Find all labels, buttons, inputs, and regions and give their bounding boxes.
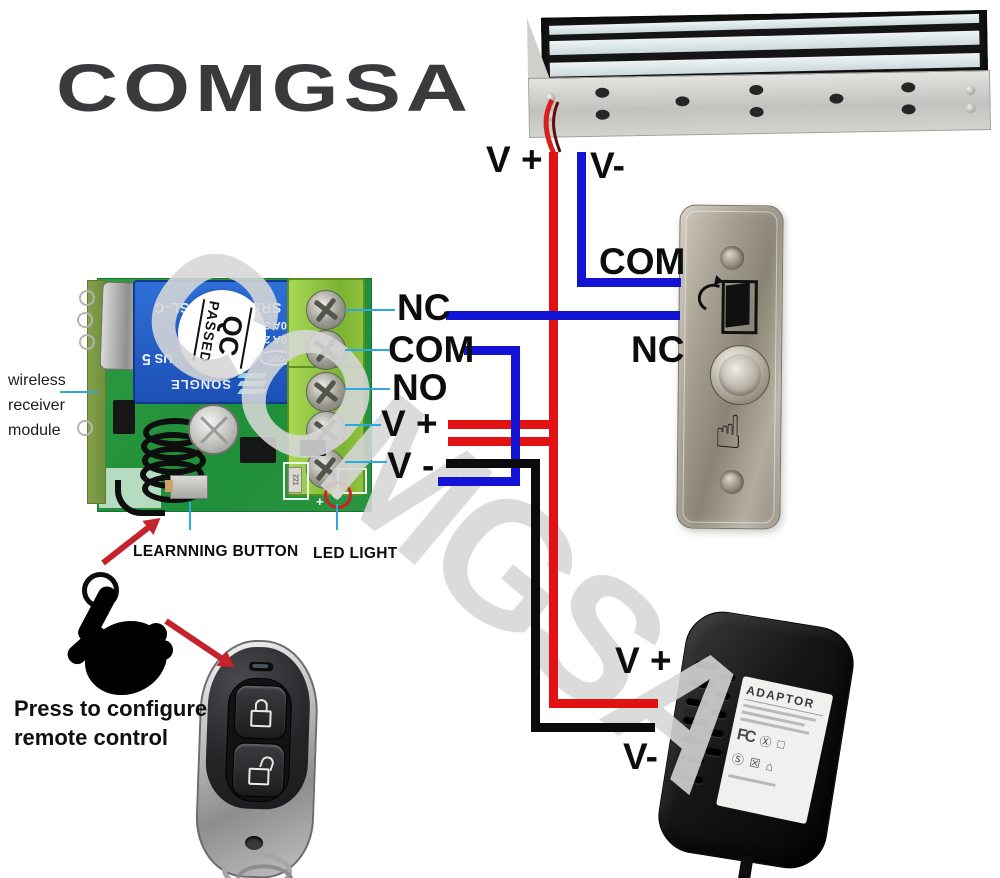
terminal-label-no: NO — [392, 367, 448, 408]
smd-resistor: 221 — [288, 467, 302, 493]
callout-line-learning-button — [189, 502, 191, 530]
rf-coil-wire — [79, 290, 95, 306]
remote-lock-button — [233, 684, 288, 740]
rf-coil-wire — [77, 420, 93, 436]
terminal-label-nc: NC — [397, 287, 451, 328]
maglock-wire-pigtail — [543, 98, 562, 156]
wire-black-vminus-vertical — [531, 459, 540, 732]
button-com-label: COM — [599, 241, 686, 282]
receiver-module-photo: SONGLE CQC US 5 10A 250VAC 25VAC 10A 30V… — [77, 272, 375, 517]
callout-line-vminus — [345, 461, 387, 463]
maglock-magnet-strip — [549, 30, 980, 56]
cert-icon: □ — [775, 736, 786, 752]
maglock-screw — [965, 103, 976, 114]
door-open-icon — [694, 278, 760, 337]
wire-blue-com-vertical — [511, 346, 520, 486]
callout-line-no — [345, 388, 390, 390]
antenna-tail — [115, 480, 165, 516]
brand-logo: COMGSA — [56, 50, 473, 126]
ic-chip — [113, 400, 135, 434]
terminal-label-vplus: V + — [381, 403, 438, 444]
adapter-vminus-label: V- — [623, 736, 658, 777]
wire-blue-vminus-vertical — [577, 152, 586, 287]
maglock-vplus-label: V + — [486, 139, 543, 180]
maglock-front-face — [528, 69, 992, 139]
remote-led-window — [249, 661, 274, 672]
maglock-vminus-label: V- — [590, 145, 625, 186]
voltage-regulator — [240, 437, 276, 463]
exit-button-photo: ☝ — [676, 204, 784, 530]
wire-blue-nc-to-button — [446, 311, 680, 320]
house-icon: ⌂ — [764, 758, 775, 774]
maglock-mount-hole — [829, 93, 844, 104]
qc-passed-sticker: QC PASSED — [178, 290, 266, 378]
callout-line-com — [345, 349, 389, 351]
wire-blue-com-horizontal — [464, 346, 520, 355]
terminal-screw-no — [306, 372, 346, 412]
terminal-label-vminus: V - — [387, 445, 435, 486]
adapter-vplus-label: V + — [615, 640, 672, 681]
wire-red-vplus-to-terminal — [448, 420, 558, 429]
silkscreen-outline — [283, 462, 309, 500]
wire-blue-com-stub — [438, 477, 520, 486]
rf-coil-wire — [77, 312, 93, 328]
wire-black-vminus-horizontal — [446, 459, 540, 468]
callout-line-module — [60, 391, 98, 393]
led-plus-mark: + — [316, 494, 324, 509]
callout-line-vplus — [345, 424, 381, 426]
remote-unlock-button — [231, 742, 286, 798]
press-to-configure-note: Press to configure remote control — [14, 696, 208, 751]
exit-push-button — [709, 344, 771, 406]
led-indicator — [324, 481, 352, 509]
pressing-hand-icon — [67, 586, 173, 696]
ul-icon: Ⓢ — [730, 751, 746, 768]
button-nc-label: NC — [631, 329, 685, 370]
maglock-mount-hole — [595, 109, 610, 120]
remote-control-photo — [193, 638, 321, 878]
maglock-mount-hole — [749, 84, 764, 96]
maglock-mount-hole — [749, 106, 764, 118]
wire-red-to-adapter — [549, 699, 658, 708]
maglock-mount-hole — [901, 82, 916, 93]
wire-blue-to-button-com — [577, 278, 681, 287]
callout-line-nc — [345, 309, 395, 311]
wireless-module-note: wireless receiver module — [8, 372, 66, 439]
terminal-label-com: COM — [388, 329, 475, 370]
plate-screw-top — [720, 245, 745, 271]
maglock-mount-hole — [595, 87, 610, 98]
maglock-screw — [965, 85, 976, 96]
wire-black-to-adapter — [531, 723, 655, 732]
led-light-label: LED LIGHT — [313, 545, 398, 562]
ic-chip — [300, 440, 326, 456]
plate-screw-bottom — [719, 469, 744, 495]
maglock-edge — [526, 17, 551, 81]
maglock-mount-hole — [675, 96, 690, 107]
electrolytic-capacitor — [188, 404, 239, 455]
maglock-top-face — [540, 10, 988, 80]
fcc-icon: FC — [735, 726, 756, 747]
cert-icon: Ⓧ — [758, 733, 773, 750]
callout-line-led — [336, 504, 338, 530]
learning-button — [165, 475, 208, 499]
learning-button-label: LEARNNING BUTTON — [133, 543, 299, 560]
press-hand-icon: ☝ — [714, 404, 743, 460]
maglock-mount-hole — [901, 104, 916, 115]
wire-red-adapter-to-terminal — [448, 437, 558, 446]
remote-button-well — [224, 676, 293, 804]
weee-icon: ☒ — [748, 754, 762, 771]
magnetic-lock-photo — [526, 8, 992, 140]
rf-coil-wire — [79, 334, 95, 350]
wire-red-vplus-vertical — [549, 152, 558, 708]
